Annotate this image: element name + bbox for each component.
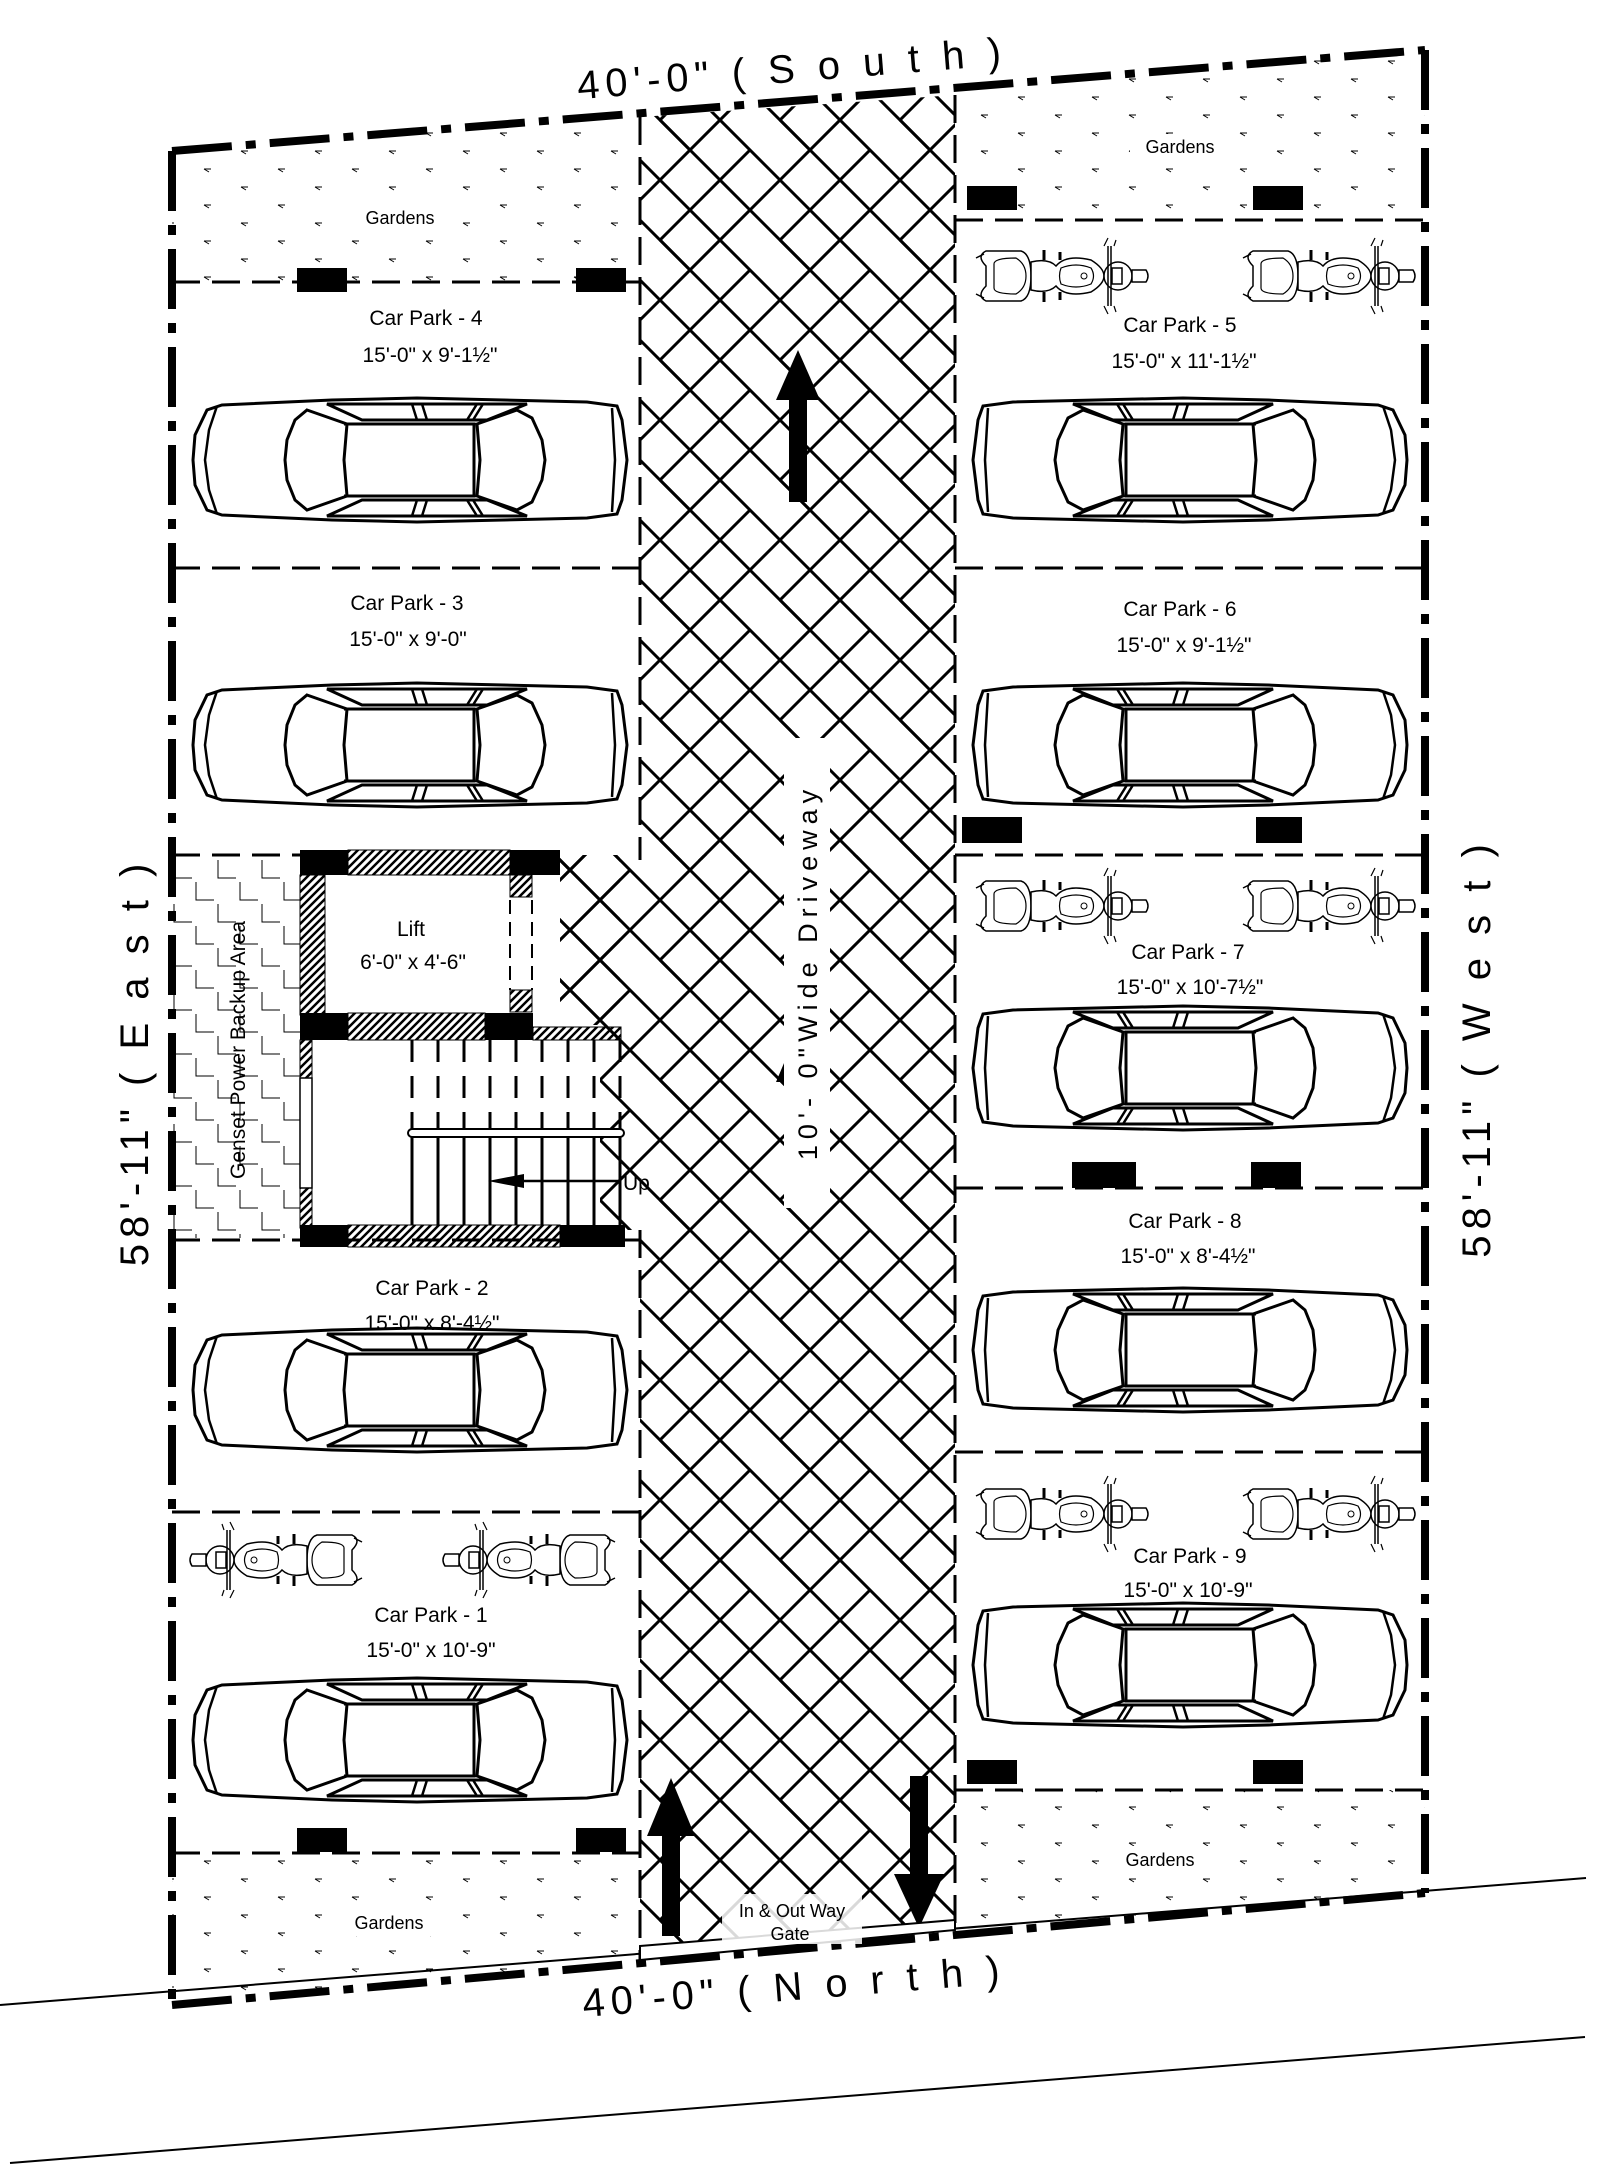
- garden-label: Gardens: [354, 1913, 423, 1933]
- car-park-8-car: [971, 1286, 1409, 1414]
- east-dimension: 58'-11" ( E a s t ): [113, 858, 157, 1267]
- car-park-6-car: [971, 681, 1409, 809]
- motorbike-icon: [974, 236, 1150, 316]
- car-park-5-name: Car Park - 5: [1123, 314, 1236, 337]
- car-park-7-size: 15'-0" x 10'-7½": [1117, 976, 1264, 999]
- car-park-5-car: [971, 396, 1409, 524]
- car-park-5-size: 15'-0" x 11'-1½": [1111, 350, 1256, 373]
- car-park-6-size: 15'-0" x 9'-1½": [1117, 634, 1252, 657]
- partition-lines: [172, 95, 1425, 1960]
- west-dimension: 58'-11" ( W e s t ): [1455, 838, 1499, 1258]
- garden-label: Gardens: [1125, 1850, 1194, 1870]
- genset-area: [172, 858, 300, 1238]
- motorbike-icon: [1241, 1474, 1417, 1554]
- car-park-7-car: [971, 1004, 1409, 1132]
- stair-up-label: Up: [623, 1172, 650, 1195]
- arrow-down-icon: [894, 1776, 944, 1928]
- gate-label-line1: In & Out Way: [739, 1901, 845, 1921]
- stair-handrail: [407, 1128, 625, 1138]
- motorbike-icon: [1241, 236, 1417, 316]
- car-park-3-car: [191, 681, 629, 809]
- wheel-stops: [297, 186, 1303, 1852]
- lift-stair-core: [299, 849, 625, 1248]
- garden-label: Gardens: [365, 208, 434, 228]
- motorbike-icon: [974, 866, 1150, 946]
- car-park-7-name: Car Park - 7: [1131, 941, 1244, 964]
- road-edge-far: [9, 2036, 1586, 2164]
- car-park-3-size: 15'-0" x 9'-0": [349, 628, 466, 651]
- lift-label: Lift: [397, 918, 425, 941]
- gate-label-line2: Gate: [770, 1924, 809, 1944]
- car-park-2-car: [191, 1326, 629, 1454]
- car-park-4-size: 15'-0" x 9'-1½": [363, 344, 498, 367]
- car-park-3-name: Car Park - 3: [350, 592, 463, 615]
- arrow-up-icon: [776, 350, 820, 502]
- car-park-6-name: Car Park - 6: [1123, 598, 1236, 621]
- garden-south-east: [172, 117, 640, 282]
- motorbike-icon: [188, 1520, 364, 1600]
- plot-boundary: [168, 46, 1429, 2009]
- driveway-label: 10'- 0"Wide Driveway: [793, 784, 823, 1160]
- car-park-9-car: [971, 1601, 1409, 1729]
- car-park-4-car: [191, 396, 629, 524]
- stair-arrowhead: [488, 1174, 524, 1188]
- motorbike-icon: [1241, 866, 1417, 946]
- car-park-1-size: 15'-0" x 10'-9": [366, 1639, 495, 1662]
- arrow-up-icon: [647, 1778, 695, 1936]
- car-park-9-size: 15'-0" x 10'-9": [1123, 1579, 1252, 1602]
- car-park-1-name: Car Park - 1: [374, 1604, 487, 1627]
- genset-label: Genset Power Backup Area: [227, 921, 250, 1179]
- motorbike-icon: [974, 1474, 1150, 1554]
- lift-size: 6'-0" x 4'-6": [360, 951, 466, 974]
- car-park-2-size: 15'-0" x 8'-4½": [365, 1312, 500, 1335]
- driveway-paving-lower: [540, 855, 955, 1955]
- car-park-4-name: Car Park - 4: [369, 307, 483, 330]
- car-park-8-name: Car Park - 8: [1128, 1210, 1241, 1233]
- car-park-2-name: Car Park - 2: [375, 1277, 488, 1300]
- car-park-9-name: Car Park - 9: [1133, 1545, 1246, 1568]
- motorbike-icon: [441, 1520, 617, 1600]
- garden-label: Gardens: [1145, 137, 1214, 157]
- car-park-1-car: [191, 1676, 629, 1804]
- car-park-8-size: 15'-0" x 8'-4½": [1121, 1245, 1256, 1268]
